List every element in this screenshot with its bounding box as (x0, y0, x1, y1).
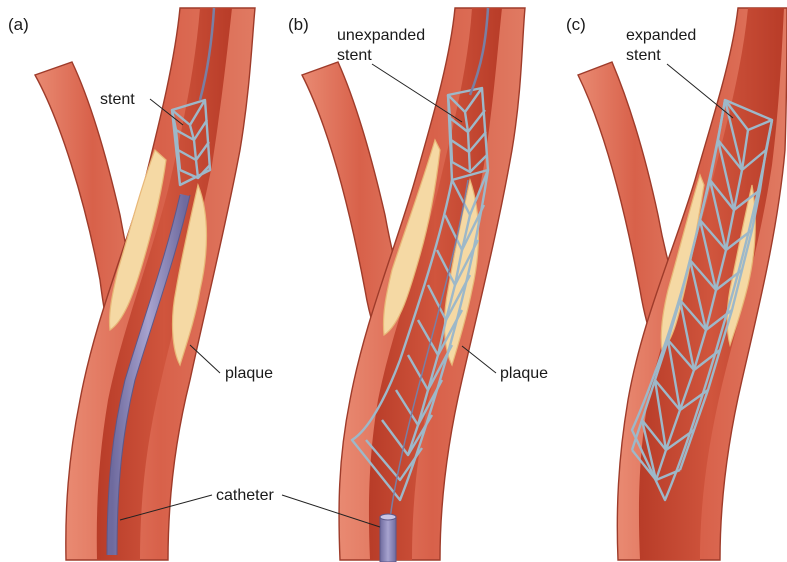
panel-a (35, 8, 255, 560)
panel-label-c: (c) (566, 15, 586, 34)
panel-c (578, 8, 787, 560)
label-unexpanded: unexpanded (337, 27, 425, 44)
panel-label-b: (b) (288, 15, 309, 34)
label-stent-b: stent (337, 47, 372, 64)
panel-label-a: (a) (8, 15, 29, 34)
label-expanded: expanded (626, 27, 696, 44)
label-stent-a: stent (100, 91, 135, 108)
catheter-b (380, 517, 396, 562)
label-plaque-b: plaque (500, 365, 548, 382)
label-plaque-a: plaque (225, 365, 273, 382)
label-catheter: catheter (216, 487, 274, 504)
label-stent-c: stent (626, 47, 661, 64)
